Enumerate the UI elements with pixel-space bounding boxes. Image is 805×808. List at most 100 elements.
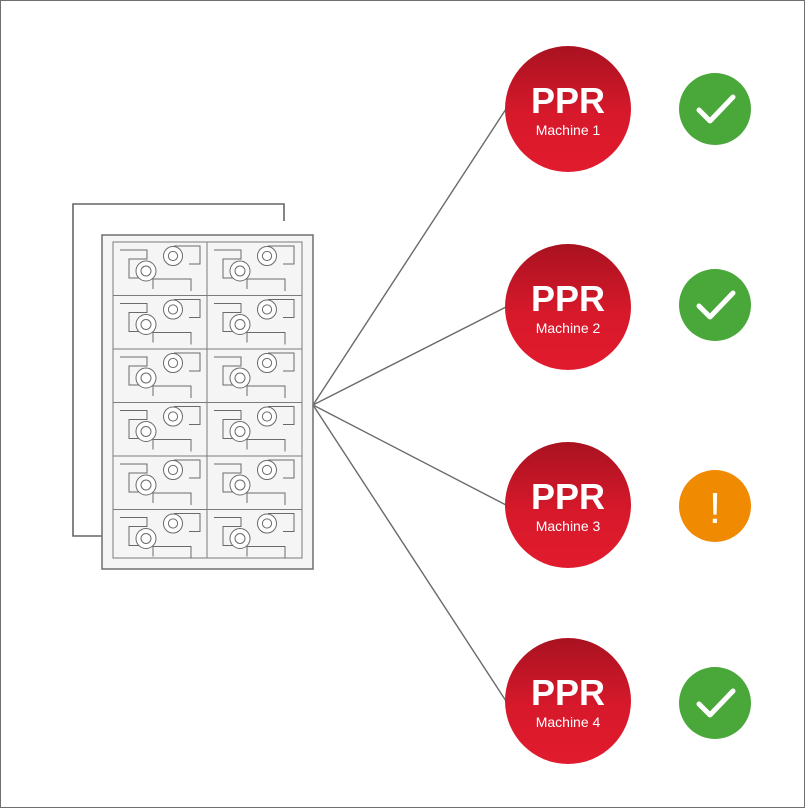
board-trace [268,299,295,318]
board-connector-outer [257,406,277,427]
board-connector-outer [229,474,251,496]
ok-status-badge [679,269,751,341]
board-connector-outer [163,246,183,266]
board-connector-outer [163,299,183,320]
board-connector-inner [261,304,273,315]
machine-label: Machine 4 [536,714,601,730]
board-trace [246,385,286,398]
board-trace [174,352,201,372]
board-trace [152,492,192,505]
board-connector-outer [229,367,251,389]
board-connector-inner [140,533,152,544]
board-module [120,245,201,291]
board-module [214,406,295,452]
board-trace [120,463,148,493]
board-connector-outer [257,299,277,320]
board-connector-outer [135,314,157,335]
machine-label: Machine 1 [536,122,601,138]
machine-1-status [679,73,751,145]
circuit-board [101,234,314,570]
board-trace [120,356,148,386]
back-board-frame [72,203,285,537]
board-module [120,459,201,505]
board-connector-outer [229,260,251,282]
board-connector-outer [229,421,251,442]
board-trace [246,332,286,345]
board-connector-outer [135,367,157,389]
board-trace [152,439,192,452]
connection-line [312,108,507,406]
board-connector-outer [163,513,183,534]
board-trace [174,406,201,425]
board-connector-outer [257,513,277,534]
board-connector-inner [167,411,179,422]
board-connector-inner [234,319,246,330]
connection-line [312,404,507,506]
machine-title: PPR [531,80,605,121]
board-connector-outer [229,528,251,549]
board-trace [214,303,242,332]
board-connector-inner [261,411,273,422]
board-connector-outer [135,528,157,549]
board-connector-inner [140,372,152,384]
board-connector-inner [234,533,246,544]
machine-3-status: ! [679,470,751,542]
board-module [214,459,295,505]
board-trace [246,546,286,559]
board-trace [214,463,242,493]
board-module [120,299,201,345]
connection-line [312,404,507,702]
board-trace [214,517,242,546]
board-connector-inner [140,426,152,437]
board-trace [174,513,201,532]
board-trace [120,249,148,279]
machine-title: PPR [531,278,605,319]
board-trace [120,303,148,332]
board-connector-inner [167,464,179,476]
machine-4-status [679,667,751,739]
ok-status-badge [679,73,751,145]
board-trace [152,546,192,559]
board-connector-inner [234,426,246,437]
board-trace [268,513,295,532]
board-connector-outer [135,474,157,496]
board-trace [152,332,192,345]
board-trace [246,278,286,291]
board-connector-inner [261,464,273,476]
check-icon [696,688,736,718]
machine-label: Machine 2 [536,320,601,336]
board-connector-inner [140,479,152,491]
board-connector-inner [167,357,179,369]
board-module [214,245,295,291]
board-connector-outer [257,460,277,480]
board-module [120,406,201,452]
board-connector-outer [135,260,157,282]
machine-title: PPR [531,672,605,713]
machine-badge [505,442,631,568]
connection-lines [312,108,507,702]
board-trace [174,299,201,318]
board-connector-outer [257,353,277,373]
board-trace [152,385,192,398]
board-trace [120,410,148,439]
machine-badge [505,244,631,370]
board-connector-inner [261,250,273,262]
board-module [120,352,201,398]
board-connector-outer [163,406,183,427]
board-connector-inner [261,518,273,529]
board-trace [174,245,201,265]
board-connector-inner [140,319,152,330]
board-trace [214,356,242,386]
board-connector-inner [140,265,152,277]
board-trace [246,439,286,452]
machine-badge [505,46,631,172]
board-trace [174,459,201,479]
exclamation-icon: ! [709,484,721,533]
ok-status-badge [679,667,751,739]
check-icon [696,94,736,124]
machine-badge [505,638,631,764]
